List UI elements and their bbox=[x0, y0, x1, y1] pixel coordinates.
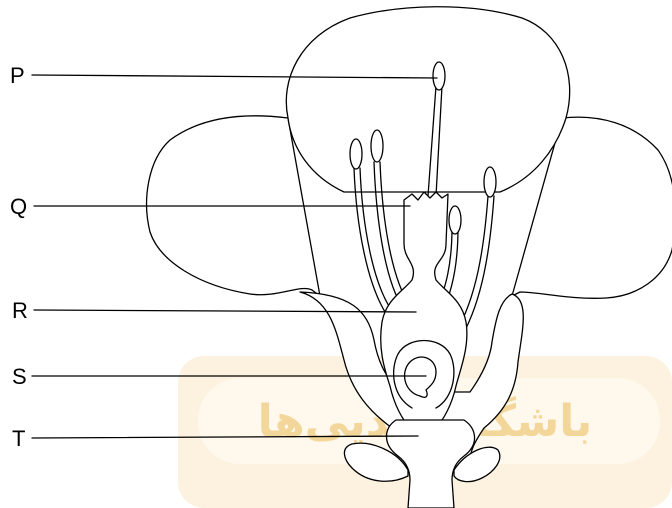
label-p: P bbox=[10, 63, 25, 88]
stamen-anther-left-outer bbox=[350, 139, 362, 169]
label-q: Q bbox=[10, 194, 27, 219]
stamen-filament-right-outer-2 bbox=[462, 196, 494, 336]
stamen-anther-left-inner bbox=[371, 130, 383, 162]
stamen-anther-right-outer bbox=[484, 167, 496, 197]
stigma bbox=[433, 62, 445, 90]
label-s: S bbox=[12, 364, 27, 389]
stamen-anther-right-inner bbox=[449, 206, 461, 234]
label-r: R bbox=[12, 298, 28, 323]
label-t: T bbox=[12, 426, 25, 451]
top-petal bbox=[286, 7, 569, 192]
